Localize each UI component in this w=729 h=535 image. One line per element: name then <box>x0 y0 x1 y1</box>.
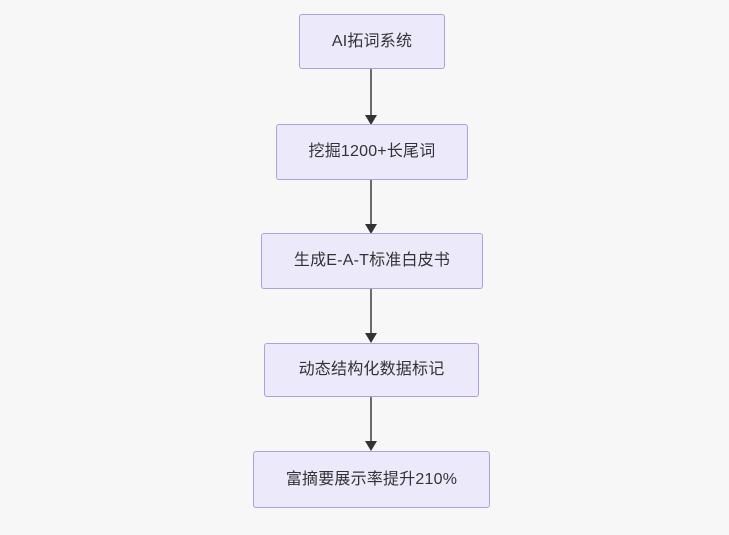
connector-node-1-to-node-2 <box>365 69 377 125</box>
flow-node-generate-eat-whitepaper[interactable]: 生成E-A-T标准白皮书 <box>261 233 483 289</box>
arrowhead-icon <box>365 115 377 125</box>
flow-node-rich-snippet-impression-lift[interactable]: 富摘要展示率提升210% <box>253 451 490 508</box>
flow-node-dynamic-structured-data-markup[interactable]: 动态结构化数据标记 <box>264 343 479 397</box>
connector-node-2-to-node-3 <box>365 180 377 234</box>
arrowhead-icon <box>365 441 377 451</box>
flow-node-label: AI拓词系统 <box>331 32 413 50</box>
flow-node-mine-longtail-keywords[interactable]: 挖掘1200+长尾词 <box>276 124 468 180</box>
flow-node-label: 动态结构化数据标记 <box>298 361 445 378</box>
connector-node-4-to-node-5 <box>365 397 377 451</box>
arrowhead-icon <box>365 224 377 234</box>
connector-node-3-to-node-4 <box>365 289 377 343</box>
flow-node-ai-keyword-system[interactable]: AI拓词系统 <box>299 14 445 69</box>
flow-node-label: 挖掘1200+长尾词 <box>308 143 436 160</box>
flow-node-label: 富摘要展示率提升210% <box>285 470 458 488</box>
flow-node-label: 生成E-A-T标准白皮书 <box>293 252 451 269</box>
arrowhead-icon <box>365 333 377 343</box>
